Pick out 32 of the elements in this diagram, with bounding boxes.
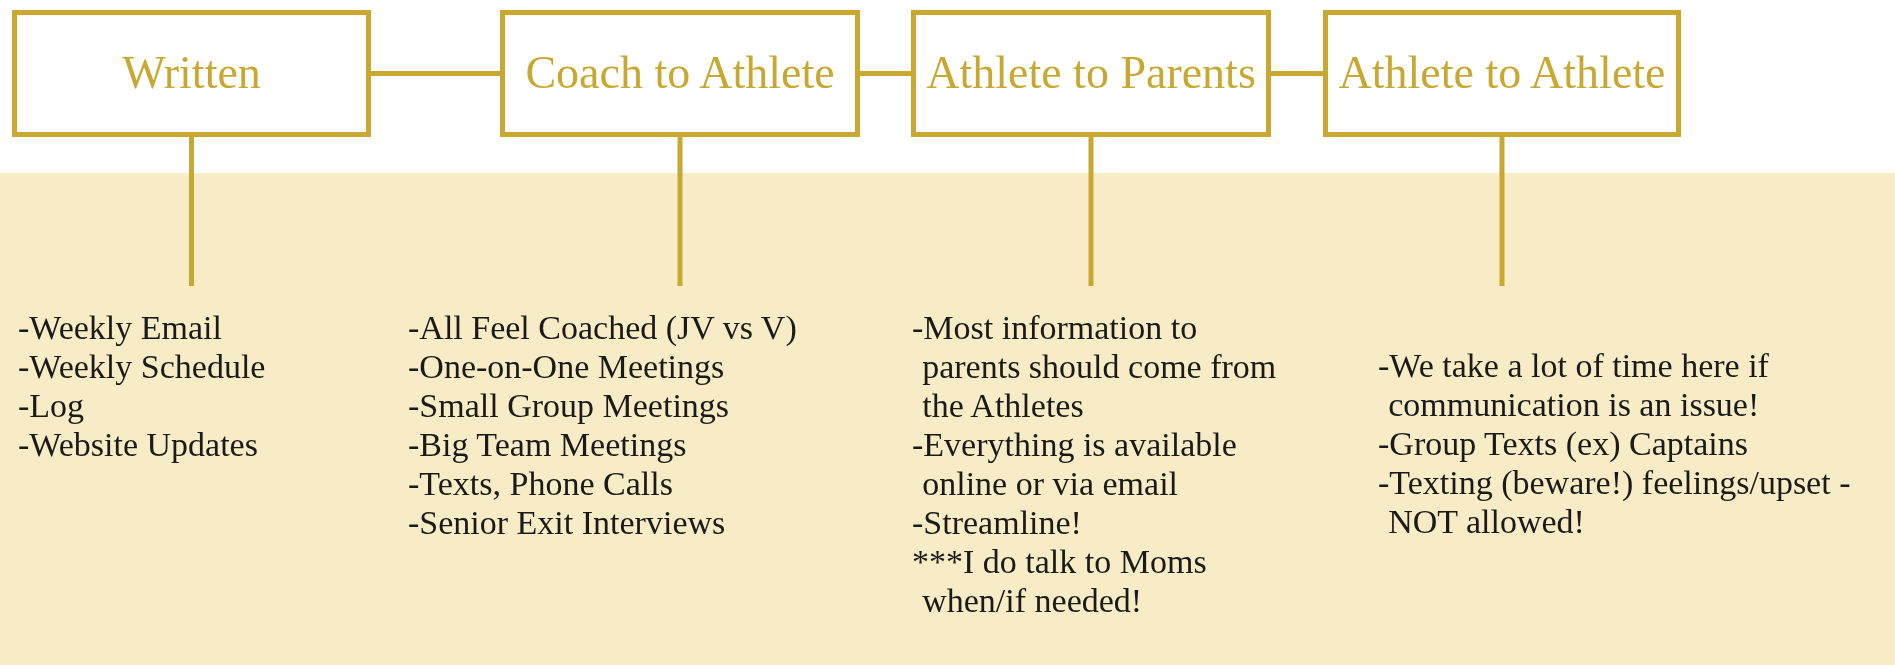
list-item: -All Feel Coached (JV vs V) [408, 308, 798, 347]
list-item: -We take a lot of time here if communication is an issue! [1378, 346, 1770, 424]
connector-line [189, 137, 194, 286]
list-item: -Small Group Meetings [408, 386, 731, 425]
category-title: Coach to Athlete [525, 48, 835, 99]
category-box [911, 10, 1271, 137]
list-item: -Texting (beware!) feelings/upset - NOT allowed! [1378, 463, 1852, 541]
list-item: -Texts, Phone Calls [408, 464, 674, 503]
list-item: -Streamline! [912, 503, 1083, 542]
list-item: -Group Texts (ex) Captains [1378, 424, 1749, 463]
list-item: -Big Team Meetings [408, 425, 688, 464]
list-item: -Weekly Schedule [18, 347, 267, 386]
list-item: -Everything is available online or via email [912, 425, 1238, 503]
connector-line [677, 137, 683, 286]
category-title: Athlete to Parents [926, 48, 1256, 99]
category-title: Written [122, 48, 261, 99]
category-box [12, 10, 371, 137]
category-box [1323, 10, 1681, 137]
list-item: -Senior Exit Interviews [408, 503, 727, 542]
list-item: ***I do talk to Moms when/if needed! [912, 542, 1208, 620]
list-item: -Weekly Email [18, 308, 224, 347]
connector-line [371, 71, 500, 76]
list-item: -Log [18, 386, 86, 425]
list-item: -One-on-One Meetings [408, 347, 726, 386]
connector-line [1088, 137, 1094, 286]
connector-line [1499, 137, 1505, 286]
connector-line [860, 71, 911, 76]
category-title: Athlete to Athlete [1338, 48, 1666, 99]
list-item: -Website Updates [18, 425, 259, 464]
list-item: -Most information to parents should come from the Athletes [912, 308, 1278, 425]
connector-line [1271, 71, 1323, 76]
category-box [500, 10, 860, 137]
